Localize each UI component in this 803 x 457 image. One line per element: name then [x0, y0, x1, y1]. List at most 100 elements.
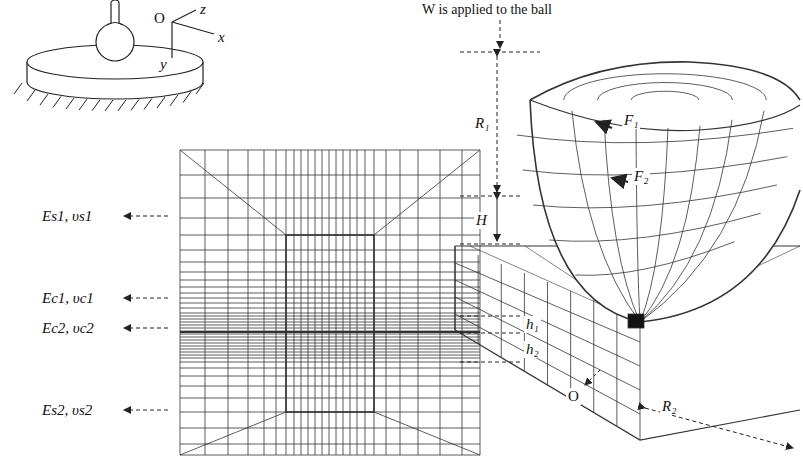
mesh-line: [53, 96, 61, 107]
material-label: Ec2, υc2: [40, 320, 96, 337]
mesh-line: [131, 99, 139, 110]
axis-label: z: [198, 1, 208, 18]
thickness-label: h₂: [524, 341, 541, 358]
mesh-line: [180, 280, 480, 281]
mesh-line: [144, 98, 152, 109]
mesh-line: [315, 150, 316, 455]
mesh-line: [118, 100, 126, 111]
mesh-line: [180, 368, 480, 369]
mesh-line: [92, 100, 100, 111]
mesh-curve: [631, 91, 699, 100]
mesh-line: [180, 412, 286, 455]
mesh-line: [329, 150, 330, 455]
mesh-line: [180, 444, 480, 445]
mesh-curve: [517, 128, 793, 142]
mesh-line: [180, 150, 181, 455]
ground-hatch: [14, 83, 204, 111]
mesh-line: [400, 150, 401, 455]
mesh-line: [180, 150, 480, 151]
mesh-line: [418, 150, 419, 455]
mesh-detail: [180, 150, 480, 455]
sketch: [27, 0, 203, 99]
mesh-line: [593, 300, 594, 413]
mesh-line: [374, 150, 480, 235]
mesh-curve: [640, 120, 732, 322]
mesh-line: [322, 150, 323, 455]
mesh-line: [40, 94, 48, 105]
mesh-line: [79, 99, 87, 110]
mesh-line: [180, 352, 480, 353]
mesh-line: [180, 198, 480, 199]
dimensions: [124, 20, 793, 448]
mesh-line: [301, 150, 302, 455]
mesh-line: [180, 272, 480, 273]
mesh-curve: [636, 126, 640, 322]
dimension-label: R₁: [473, 115, 491, 132]
mesh-line: [308, 150, 309, 455]
mesh-line: [180, 376, 480, 377]
mesh-3d: [455, 62, 800, 440]
axis-label: y: [158, 56, 169, 73]
mesh-curve: [598, 83, 733, 101]
mesh-line: [180, 298, 480, 299]
mesh-curve: [564, 74, 767, 100]
mesh-line: [180, 455, 480, 456]
mesh-line: [455, 314, 640, 414]
mesh-line: [365, 150, 366, 455]
mesh-curve: [533, 185, 777, 208]
mesh-line: [228, 150, 229, 455]
mesh-line: [180, 303, 480, 304]
force-label: F₁: [622, 112, 640, 129]
mesh-line: [180, 349, 480, 350]
thickness-label: h₁: [524, 316, 541, 333]
mesh-line: [180, 328, 480, 329]
mesh-line: [440, 150, 441, 455]
mesh-line: [180, 358, 480, 359]
mesh-line: [66, 98, 74, 109]
mesh-line: [196, 83, 204, 94]
mesh-line: [180, 386, 480, 387]
mesh-curve: [530, 62, 800, 100]
mesh-line: [501, 264, 502, 358]
mesh-line: [180, 325, 480, 326]
mesh-line: [180, 362, 480, 363]
load-note: W is applied to the ball: [420, 2, 554, 18]
mesh-line: [350, 150, 351, 455]
mesh-line: [640, 318, 641, 440]
mesh-line: [386, 150, 387, 455]
mesh-line: [180, 331, 480, 332]
material-label: Es1, υs1: [40, 208, 94, 225]
force-label: F₂: [632, 168, 650, 185]
mesh-line: [180, 175, 480, 176]
mesh-curve: [575, 242, 734, 276]
mesh-line: [183, 92, 191, 103]
mesh-curve: [640, 128, 668, 322]
mesh-curve: [640, 126, 700, 322]
mesh-line: [180, 428, 480, 429]
mesh-line: [180, 331, 480, 333]
material-label: Es2, υs2: [40, 402, 94, 419]
mesh-line: [180, 334, 480, 335]
mesh-line: [357, 150, 358, 455]
dimension-label: R₂: [660, 398, 678, 415]
mesh-line: [336, 150, 337, 455]
mesh-line: [294, 150, 295, 455]
origin-label: O: [566, 388, 581, 405]
mesh-line: [180, 313, 480, 314]
mesh-line: [170, 95, 178, 106]
mesh-line: [180, 346, 480, 347]
mesh-line: [180, 319, 480, 320]
mesh-line: [180, 340, 480, 341]
mesh-curve: [604, 120, 640, 322]
mesh-line: [180, 287, 480, 288]
mesh-line: [180, 150, 286, 235]
mesh-line: [248, 150, 249, 455]
origin-label: O: [152, 10, 167, 27]
mesh-line: [105, 100, 113, 111]
mesh-line: [27, 90, 35, 101]
mesh-line: [180, 355, 480, 356]
mesh-curve: [530, 100, 800, 131]
mesh-line: [180, 293, 480, 294]
mesh-line: [180, 322, 480, 323]
